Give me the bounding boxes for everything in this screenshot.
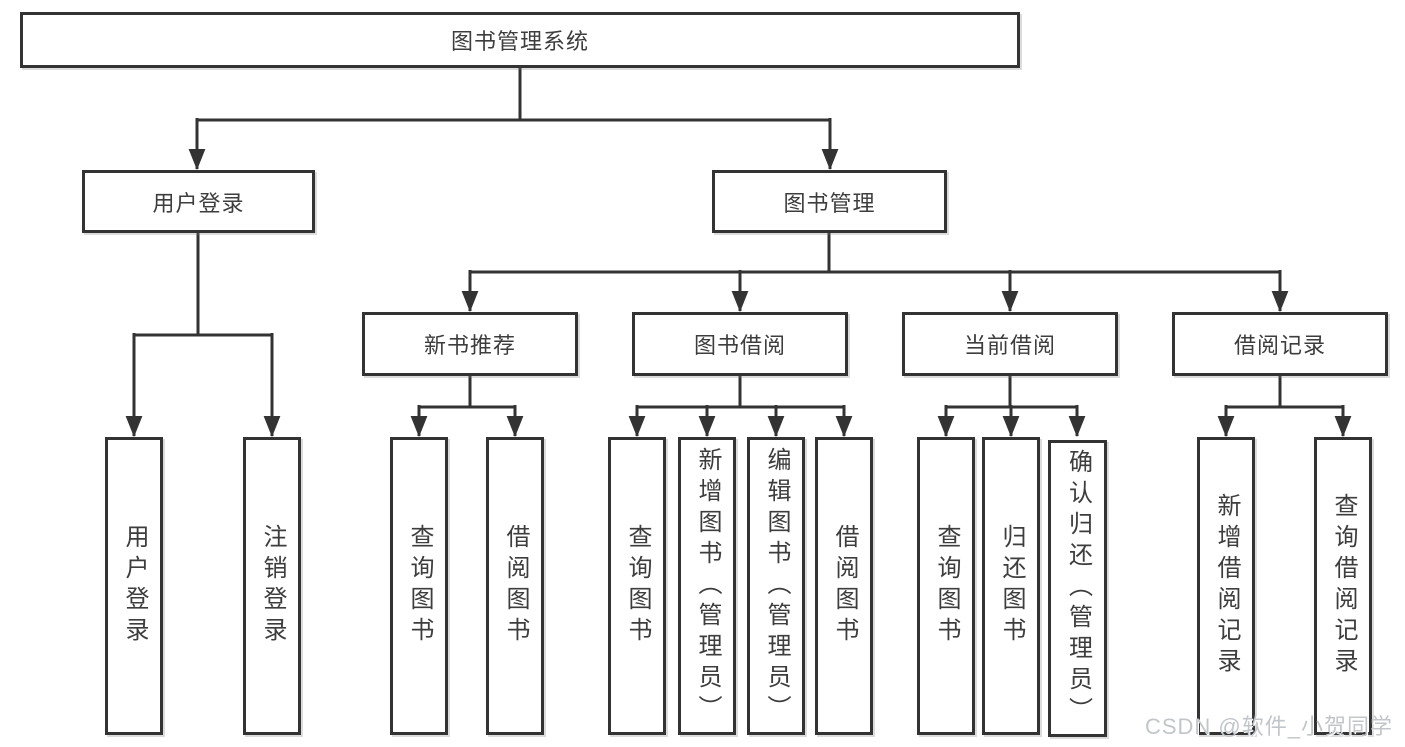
leaf-borrowing-add-books-admin-label: 新增图书（管理员） (694, 446, 721, 726)
leaf-borrowing-add-books-admin: 新增图书（管理员） (678, 437, 736, 735)
leaf-recommend-query-books: 查询图书 (390, 437, 448, 735)
leaf-current-confirm-return-admin-label: 确认归还（管理员） (1064, 449, 1092, 728)
leaf-recommend-borrow-books: 借阅图书 (486, 437, 544, 735)
node-library-management-system: 图书管理系统 (20, 12, 1020, 68)
leaf-recommend-borrow-books-label: 借阅图书 (502, 524, 529, 648)
node-current-borrowing: 当前借阅 (902, 312, 1118, 376)
node-book-borrowing: 图书借阅 (632, 312, 848, 376)
node-user-login: 用户登录 (82, 170, 315, 233)
leaf-borrowing-query-books-label: 查询图书 (624, 524, 651, 648)
leaf-records-query-record-label: 查询借阅记录 (1330, 493, 1357, 679)
leaf-logout: 注销登录 (243, 437, 301, 735)
leaf-current-query-books: 查询图书 (917, 437, 975, 735)
leaf-borrowing-borrow-books: 借阅图书 (815, 437, 873, 735)
leaf-records-query-record: 查询借阅记录 (1314, 437, 1372, 735)
leaf-borrowing-borrow-books-label: 借阅图书 (831, 524, 858, 648)
leaf-borrowing-edit-books-admin-label: 编辑图书（管理员） (763, 446, 790, 726)
leaf-current-query-books-label: 查询图书 (933, 524, 960, 648)
leaf-current-return-books: 归还图书 (982, 437, 1040, 735)
node-new-book-recommendation: 新书推荐 (362, 312, 578, 376)
node-borrowing-records: 借阅记录 (1172, 312, 1388, 376)
leaf-recommend-query-books-label: 查询图书 (406, 524, 433, 648)
leaf-current-confirm-return-admin: 确认归还（管理员） (1048, 440, 1107, 737)
leaf-user-login: 用户登录 (105, 437, 163, 735)
node-book-management: 图书管理 (712, 170, 947, 233)
leaf-borrowing-edit-books-admin: 编辑图书（管理员） (747, 437, 805, 735)
leaf-logout-label: 注销登录 (259, 524, 286, 648)
leaf-records-add-record: 新增借阅记录 (1197, 437, 1255, 735)
leaf-user-login-label: 用户登录 (121, 524, 148, 648)
leaf-borrowing-query-books: 查询图书 (608, 437, 666, 735)
leaf-records-add-record-label: 新增借阅记录 (1213, 493, 1240, 679)
leaf-current-return-books-label: 归还图书 (998, 524, 1025, 648)
